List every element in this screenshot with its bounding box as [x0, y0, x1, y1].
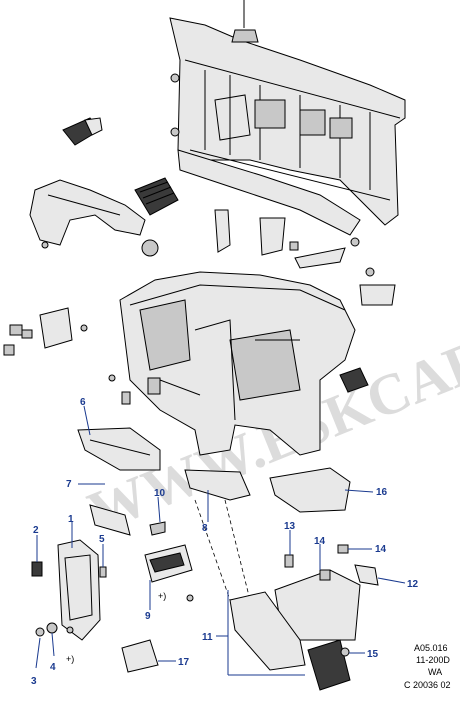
part-1-frame: [57, 539, 101, 641]
reference-line-4: C 20036 02: [404, 680, 451, 690]
side-duct: [29, 179, 146, 249]
leader-lines: [35, 405, 406, 676]
parts-12-15-small: [284, 544, 379, 657]
callout-8: 8: [202, 523, 208, 534]
left-small-parts: [3, 307, 88, 356]
part-8-bracket: [184, 469, 251, 601]
part-11-glovebox: [229, 569, 361, 691]
callout-13: 13: [284, 521, 296, 532]
callout-5: 5: [99, 534, 105, 545]
part-10-clip: [149, 521, 166, 536]
part-6-reinforcement: [77, 427, 161, 471]
callout-3: 3: [31, 676, 37, 687]
callout-4: 4: [50, 662, 56, 673]
callout-11: 11: [202, 632, 213, 643]
callout-17: 17: [178, 657, 190, 668]
center-brackets: [214, 209, 396, 306]
callout-12: 12: [407, 579, 419, 590]
callout-7: 7: [66, 479, 72, 490]
part-2-clip: [31, 561, 43, 577]
part-17-switch: [121, 639, 159, 673]
left-air-vent: [62, 117, 103, 146]
part-16-plate: [269, 467, 351, 513]
callout-6: 6: [80, 397, 86, 408]
part-5-bracket: [89, 504, 131, 578]
callout-14-right: 14: [375, 544, 387, 555]
callout-1: 1: [68, 514, 74, 525]
callout-2: 2: [33, 525, 39, 536]
center-vent: [134, 177, 179, 257]
reference-line-3: WA: [428, 667, 442, 677]
callout-10: 10: [154, 488, 166, 499]
callout-labels: 6 7 10 8 1 5 2 9 11 12 13 14 14 15 16 17…: [31, 397, 419, 687]
reference-line-2: 11-200D: [416, 655, 450, 665]
callout-9: 9: [145, 611, 151, 622]
plus-mark-upper: +): [158, 591, 166, 601]
callout-15: 15: [367, 649, 379, 660]
plus-mark-lower: +): [66, 654, 74, 664]
reference-line-1: A05.016: [414, 643, 448, 653]
callout-14-left: 14: [314, 536, 326, 547]
instrument-panel: [108, 271, 369, 456]
bulkhead-panel: [169, 0, 406, 236]
reference-block: A05.016 11-200D WA C 20036 02: [404, 643, 451, 690]
part-9-box: [144, 544, 194, 602]
callout-16: 16: [376, 487, 388, 498]
